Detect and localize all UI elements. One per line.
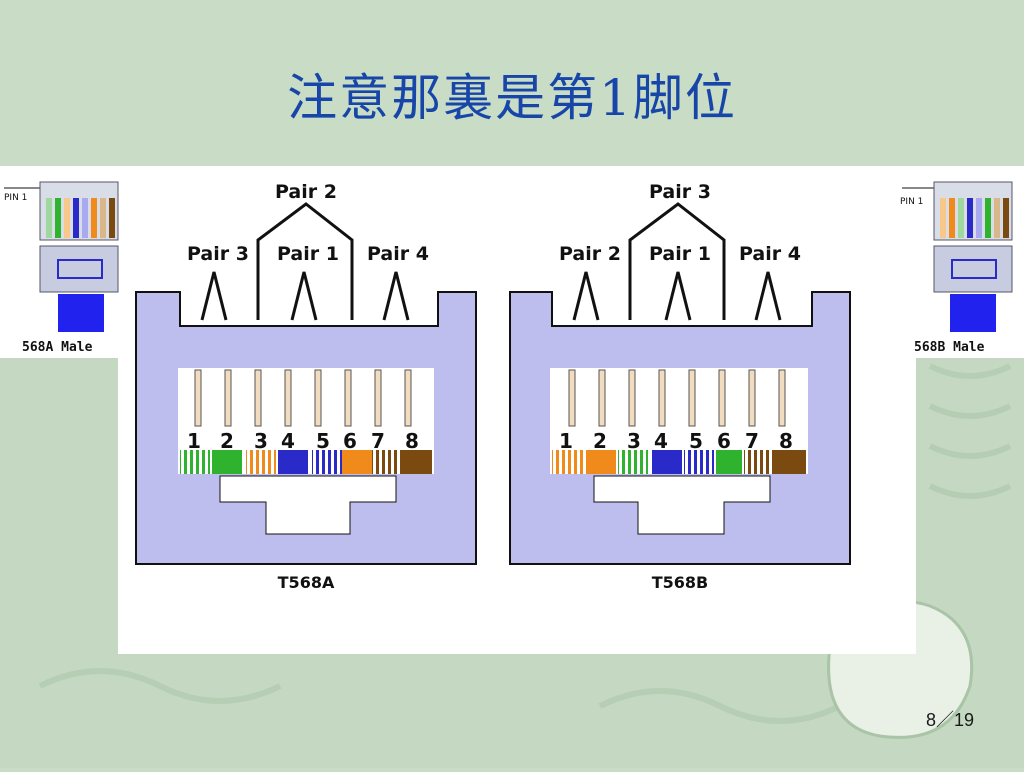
- pair-labels: Pair 2 Pair 3 Pair 1 Pair 4: [187, 181, 429, 265]
- wire-white-blue: [312, 450, 342, 474]
- pin-number: 2: [593, 429, 607, 453]
- pin-numbers: 1 2 3 4 5 6 7 8: [187, 429, 419, 453]
- pin1-label: PIN 1: [900, 197, 923, 207]
- wire-blue: [278, 450, 308, 474]
- wire-white-blue: [684, 450, 714, 474]
- plug-cable: [950, 294, 996, 332]
- pin-number: 5: [689, 429, 703, 453]
- jack-standard-label: T568B: [652, 573, 709, 592]
- wire-white-green: [180, 450, 210, 474]
- pin-number: 4: [281, 429, 295, 453]
- wire-brown: [400, 450, 432, 474]
- wire-white-green: [618, 450, 648, 474]
- plug-wires: [46, 198, 115, 238]
- jack-latch-slot: [219, 475, 397, 535]
- wire-blue: [652, 450, 682, 474]
- pin-number: 8: [779, 429, 793, 453]
- pin-number: 5: [316, 429, 330, 453]
- page-number: 8／19: [926, 710, 975, 730]
- title-band: [0, 0, 1024, 166]
- pin-number: 2: [220, 429, 234, 453]
- pin-number: 6: [343, 429, 357, 453]
- pair-lines: [200, 202, 410, 321]
- pin-number: 3: [627, 429, 641, 453]
- jack-contacts: [194, 369, 412, 427]
- wire-colors: [552, 450, 806, 474]
- pair-label-mid: Pair 1: [649, 243, 711, 265]
- pair-label-left: Pair 2: [559, 243, 621, 265]
- plug-568a-caption: 568A Male: [22, 340, 93, 355]
- plug-568a: PIN 1: [4, 181, 119, 332]
- pair-lines: [572, 202, 782, 321]
- pin-numbers: 1 2 3 4 5 6 7 8: [559, 429, 793, 453]
- wire-white-brown: [744, 450, 774, 474]
- pin-number: 3: [254, 429, 268, 453]
- slide-title: 注意那裏是第1脚位: [287, 69, 737, 127]
- jack-diagrams: 1 2 3 4 5 6 7 8 Pair 2 Pair 3: [135, 181, 851, 592]
- plug-568b: PIN 1: [900, 181, 1013, 332]
- jack-latch-slot: [593, 475, 771, 535]
- pin-number: 4: [654, 429, 668, 453]
- plug-latch: [57, 259, 103, 279]
- wire-green: [212, 450, 242, 474]
- wire-brown: [774, 450, 806, 474]
- jack-t568a: 1 2 3 4 5 6 7 8 Pair 2 Pair 3: [135, 181, 477, 592]
- wire-green: [716, 450, 742, 474]
- wire-orange: [586, 450, 616, 474]
- pin-number: 8: [405, 429, 419, 453]
- pair-label-right: Pair 4: [367, 243, 429, 265]
- pin-number: 7: [371, 429, 385, 453]
- wire-white-orange: [246, 450, 276, 474]
- plug-wires: [940, 198, 1009, 238]
- pair-label-top: Pair 2: [275, 181, 337, 203]
- pin-number: 6: [717, 429, 731, 453]
- plug-body: [39, 245, 119, 293]
- jack-t568b: 1 2 3 4 5 6 7 8 Pair 3 Pair 2: [509, 181, 851, 592]
- jack-contacts: [568, 369, 786, 427]
- wire-orange: [342, 450, 372, 474]
- plug-latch: [951, 259, 997, 279]
- pin-number: 7: [745, 429, 759, 453]
- pin-number: 1: [559, 429, 573, 453]
- pair-label-left: Pair 3: [187, 243, 249, 265]
- jack-standard-label: T568A: [278, 573, 335, 592]
- wire-colors: [180, 450, 432, 474]
- plug-cable: [58, 294, 104, 332]
- wire-white-orange: [552, 450, 584, 474]
- plug-body: [933, 245, 1013, 293]
- pair-label-mid: Pair 1: [277, 243, 339, 265]
- pin1-label: PIN 1: [4, 193, 27, 203]
- pair-label-right: Pair 4: [739, 243, 801, 265]
- plug-568b-caption: 568B Male: [914, 340, 985, 355]
- wire-white-brown: [372, 450, 402, 474]
- pin-number: 1: [187, 429, 201, 453]
- pair-labels: Pair 3 Pair 2 Pair 1 Pair 4: [559, 181, 801, 265]
- pair-label-top: Pair 3: [649, 181, 711, 203]
